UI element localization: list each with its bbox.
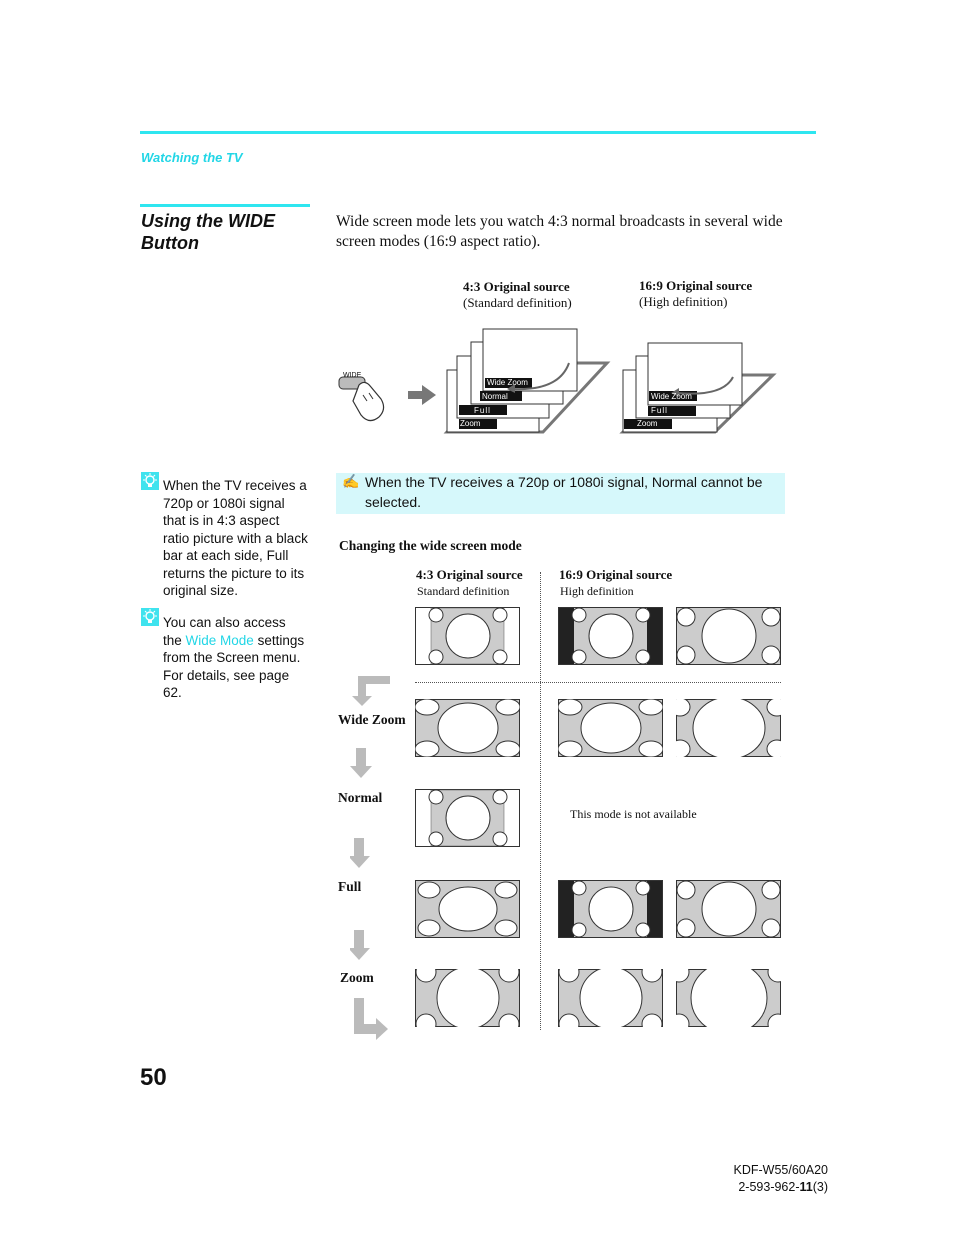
pencil-note-icon: ✍ [342,475,360,490]
diagram-right-sub: (High definition) [639,294,728,309]
page-title: Using the WIDE Button [141,211,275,253]
thumb-169-blackbar-full [558,880,663,938]
right-label-zoom: Zoom [637,419,658,428]
header-rule [140,131,816,134]
thumb-169-blackbar-wide-zoom [558,699,663,757]
thumb-169-wide-zoom [676,699,781,757]
left-label-normal: Normal [482,392,508,401]
tip-icon [141,472,159,490]
mode-label-normal: Normal [338,790,383,805]
row-divider [415,682,781,683]
right-arrow-icon [408,385,436,405]
wide-button-label: WIDE [343,372,362,379]
tip-2-pre: You can also access the [163,615,286,648]
table-heading: Changing the wide screen mode [339,538,522,553]
section-label: Watching the TV [141,150,243,165]
footer-code-pre: 2-593-962- [738,1180,800,1194]
footer-model: KDF-W55/60A20 [733,1163,828,1177]
column-divider [540,572,541,1030]
intro-paragraph: Wide screen mode lets you watch 4:3 norm… [336,213,783,250]
col2-title: 16:9 Original source [559,567,673,582]
tip-2-post: settings from the Screen menu. For detai… [163,632,305,701]
mode-label-wide-zoom: Wide Zoom [338,712,406,727]
thumb-169-zoom [676,969,781,1027]
thumb-43-original [415,607,520,665]
thumb-169-blackbar-zoom [558,969,663,1027]
thumb-43-normal [415,789,520,847]
mode-cycle-arrows [350,676,390,1040]
diagram-right-title: 16:9 Original source [639,278,753,293]
thumb-169-blackbar-original [558,607,663,665]
thumb-169-original [676,607,781,665]
left-label-zoom: Zoom [460,419,481,428]
diagram-left-title: 4:3 Original source [463,279,570,294]
thumb-169-full [676,880,781,938]
footer-code: 2-593-962-11(3) [734,1179,828,1196]
hand-button-icon [338,376,385,422]
col1-title: 4:3 Original source [416,567,523,582]
mode-label-full: Full [338,879,362,894]
thumb-43-zoom [415,969,520,1027]
tip-1-text: When the TV receives a 720p or 1080i sig… [163,478,308,598]
note-box [336,473,785,514]
col1-sub: Standard definition [417,584,510,598]
not-available-text: This mode is not available [570,807,697,821]
mode-label-zoom: Zoom [340,970,374,985]
left-label-full: Full [474,406,491,415]
tip-icon [141,608,159,626]
footer-code-post: (3) [812,1180,828,1194]
right-label-wide-zoom: Wide Zoom [651,392,692,401]
note-text: When the TV receives a 720p or 1080i sig… [365,474,763,510]
page-number: 50 [140,1064,167,1091]
diagram-left-sub: (Standard definition) [463,295,572,310]
thumb-43-full [415,880,520,938]
right-label-full: Full [651,406,668,415]
tip-2-text: You can also access the Wide Mode settin… [163,614,308,702]
title-rule [140,204,310,207]
left-label-wide-zoom: Wide Zoom [487,378,528,387]
footer-code-bold: 11 [799,1180,813,1194]
wide-button-diagram [338,328,777,434]
wide-mode-link[interactable]: Wide Mode [185,632,254,648]
col2-sub: High definition [560,584,634,598]
footer: KDF-W55/60A20 2-593-962-11(3) [734,1162,828,1196]
thumb-43-wide-zoom [415,699,520,757]
